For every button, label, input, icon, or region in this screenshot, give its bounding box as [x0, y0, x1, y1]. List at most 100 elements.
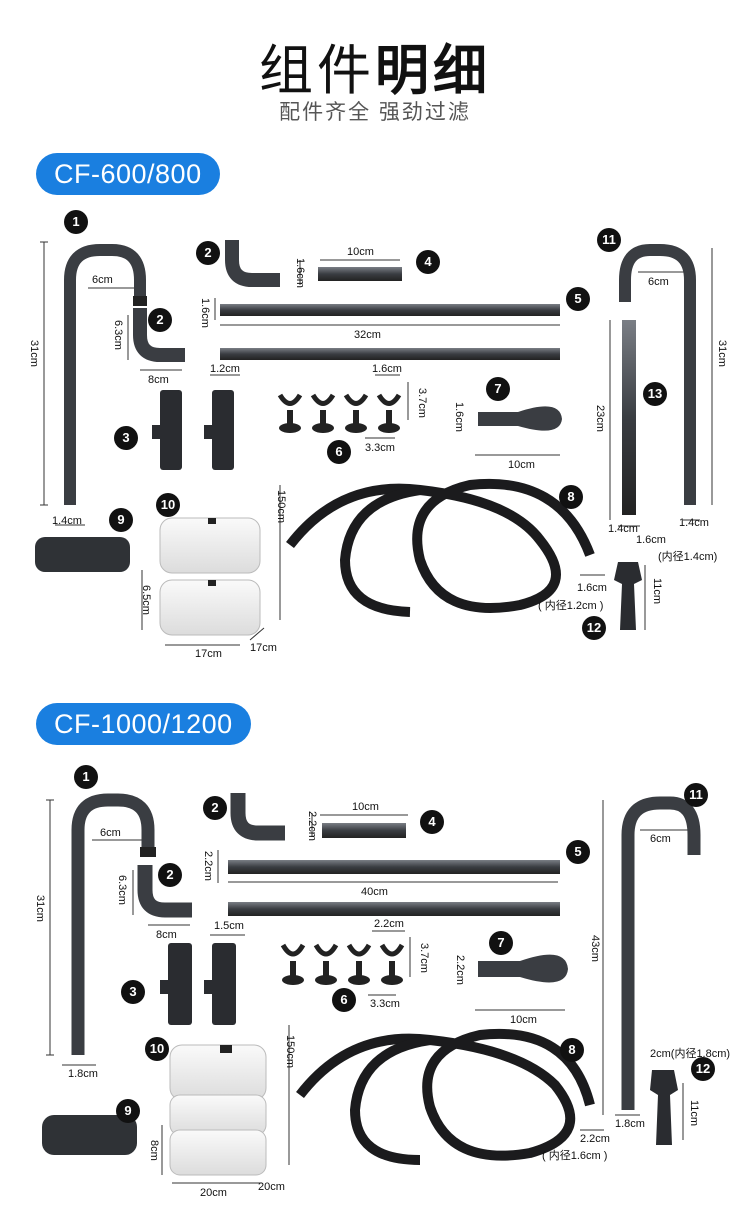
part-2-elbow-top — [225, 240, 280, 287]
suction-cup-bases — [279, 410, 400, 433]
dim-label: 8cm — [148, 1140, 160, 1161]
part-number: 3 — [121, 980, 145, 1004]
dim-label: 150cm — [275, 490, 287, 524]
dim-label: 150cm — [284, 1035, 296, 1069]
model-badge-1000-1200: CF-1000/1200 — [36, 703, 251, 745]
dim-label: 6cm — [92, 274, 113, 286]
part-12-intake — [614, 562, 642, 630]
part-5-tube-b — [228, 902, 560, 916]
part-number: 13 — [643, 382, 667, 406]
dim-lines — [46, 799, 694, 1184]
dim-label: 1.4cm — [52, 515, 82, 527]
part-7-funnel — [478, 406, 562, 431]
part-number: 4 — [416, 250, 440, 274]
pipe-end-cap — [133, 296, 147, 306]
part-2-elbow-top — [230, 793, 285, 841]
part-10-media-boxes — [159, 517, 261, 636]
dim-label: 1.6cm — [636, 534, 666, 546]
part-9-sponge — [42, 1115, 137, 1155]
dim-label: 2cm(内径1.8cm) — [650, 1048, 731, 1060]
dim-label: 1.2cm — [210, 363, 240, 375]
part-number: 3 — [114, 426, 138, 450]
part-1-j-pipe — [71, 793, 155, 1055]
part-8-hose — [286, 478, 595, 617]
part-number: 10 — [156, 493, 180, 517]
dim-label: 1.8cm — [615, 1118, 645, 1130]
part-2-elbow — [137, 865, 192, 918]
part-11-j-pipe — [621, 796, 701, 1110]
part-number: 2 — [203, 796, 227, 820]
part-number: 7 — [489, 931, 513, 955]
part-4-connector — [322, 823, 406, 838]
part-number: 7 — [486, 377, 510, 401]
dim-label: 1.6cm — [453, 402, 465, 432]
dim-label: 1.8cm — [68, 1068, 98, 1080]
dim-label: 1.5cm — [214, 920, 244, 932]
model-badge-600-800: CF-600/800 — [36, 153, 220, 195]
dim-label: 6cm — [648, 276, 669, 288]
dim-label: 2.2cm — [202, 851, 214, 881]
page-title: 组件明细 — [0, 26, 750, 105]
part-8-hose — [296, 1028, 595, 1165]
dim-label: 8cm — [148, 374, 169, 386]
part-number: 8 — [559, 485, 583, 509]
part-9-sponge — [35, 537, 130, 572]
part-number: 2 — [158, 863, 182, 887]
dim-label: 43cm — [589, 935, 601, 962]
title-regular: 组件 — [259, 41, 375, 101]
dim-label: 20cm — [200, 1187, 227, 1199]
dim-label: 40cm — [361, 886, 388, 898]
part-13-straight-pipe — [622, 320, 636, 515]
part-number: 2 — [196, 241, 220, 265]
dim-label: 20cm — [258, 1181, 285, 1193]
dim-label: 3.7cm — [418, 943, 430, 973]
part-number: 5 — [566, 840, 590, 864]
part-6-suction-cups — [277, 393, 402, 406]
dim-label: 3.3cm — [365, 442, 395, 454]
dim-label: 11cm — [688, 1100, 700, 1127]
dim-label: 10cm — [510, 1014, 537, 1026]
dim-label: 31cm — [716, 340, 728, 367]
part-number: 11 — [597, 228, 621, 252]
dim-label: 1.4cm — [608, 523, 638, 535]
dim-label: 2.2cm — [580, 1133, 610, 1145]
dim-label: 6.5cm — [140, 585, 152, 615]
dim-label: 17cm — [250, 642, 277, 654]
dim-label: 10cm — [347, 246, 374, 258]
part-10-media-boxes — [169, 1044, 267, 1176]
page-subtitle: 配件齐全 强劲过滤 — [279, 101, 471, 124]
part-number: 2 — [148, 308, 172, 332]
dim-label: (内径1.4cm) — [658, 551, 718, 563]
dim-label: 6cm — [650, 833, 671, 845]
dim-label: ( 内径1.2cm ) — [538, 600, 604, 612]
part-number: 6 — [332, 988, 356, 1012]
title-bold: 明细 — [375, 41, 491, 101]
part-number: 9 — [109, 508, 133, 532]
dim-label: 23cm — [594, 405, 606, 432]
dim-label: ( 内径1.6cm ) — [542, 1150, 608, 1162]
dim-label: 11cm — [651, 578, 663, 605]
part-6-suction-cups — [280, 943, 405, 957]
dim-label: 6.3cm — [116, 875, 128, 905]
dim-label: 3.3cm — [370, 998, 400, 1010]
suction-cup-bases — [282, 961, 403, 985]
part-5-tube-b — [220, 348, 560, 360]
part-12-intake — [650, 1070, 678, 1145]
part-5-tube-a — [220, 304, 560, 316]
part-number: 12 — [582, 616, 606, 640]
part-number: 4 — [420, 810, 444, 834]
dim-label: 31cm — [34, 895, 46, 922]
part-number: 1 — [74, 765, 98, 789]
dim-label: 10cm — [352, 801, 379, 813]
part-number: 12 — [691, 1057, 715, 1081]
dim-label: 32cm — [354, 329, 381, 341]
dim-label: 17cm — [195, 648, 222, 660]
part-5-tube-a — [228, 860, 560, 874]
dim-label: 3.7cm — [416, 388, 428, 418]
part-number: 9 — [116, 1099, 140, 1123]
dim-label: 8cm — [156, 929, 177, 941]
part-number: 11 — [684, 783, 708, 807]
dim-label: 1.6cm — [577, 582, 607, 594]
part-1-j-pipe — [64, 244, 146, 505]
part-2-elbow — [133, 308, 185, 362]
